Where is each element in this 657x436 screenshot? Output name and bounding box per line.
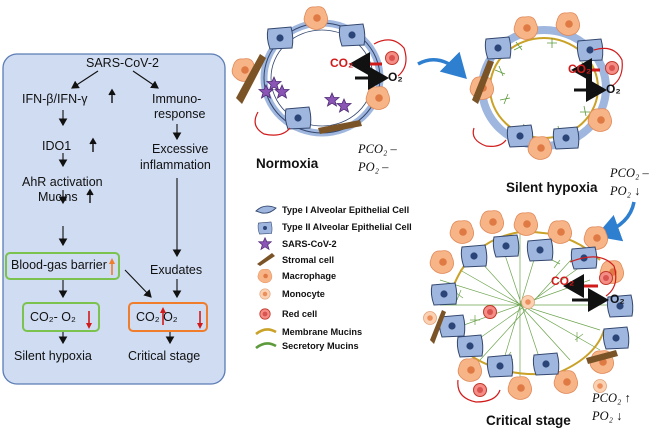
flow-inflammation: inflammation — [140, 158, 211, 172]
normoxia-label: Normoxia — [256, 156, 319, 171]
normoxia-co2: CO₂ — [330, 56, 354, 70]
macrophage-icon — [257, 268, 273, 284]
membrane-mucins-icon — [255, 328, 277, 336]
critical-o2: O₂ — [610, 292, 625, 306]
silent-alveolus — [469, 12, 623, 160]
flow-ahr: AhR activation — [22, 175, 103, 189]
legend-icons — [255, 205, 277, 350]
flow-barrier: Blood-gas barrier — [11, 258, 107, 272]
legend-stromal: Stromal cell — [282, 255, 335, 265]
silent-pco2: PCO₂ – — [610, 166, 649, 180]
critical-co2: CO₂ — [551, 274, 575, 288]
stromal-cell-icon — [257, 253, 275, 266]
normoxia-pco2: PCO₂ – — [358, 142, 397, 156]
flow-panel — [2, 53, 226, 385]
legend-secretory-mucins: Secretory Mucins — [282, 341, 359, 351]
normoxia-o2: O₂ — [388, 70, 403, 84]
legend-membrane-mucins: Membrane Mucins — [282, 327, 363, 337]
flow-response: response — [154, 107, 206, 121]
type-ii-cell-icon — [257, 221, 273, 235]
scene-arrow-2 — [595, 201, 636, 242]
flow-mucins: Mucins — [38, 190, 78, 204]
gas-red-arrows — [86, 307, 203, 329]
monocyte-icon — [259, 288, 271, 300]
barrier-up-arrow — [109, 258, 115, 275]
critical-alveolus — [420, 210, 634, 403]
legend-monocyte: Monocyte — [282, 289, 325, 299]
legend-type-ii: Type II Alveolar Epithelial Cell — [282, 222, 412, 232]
type-i-cell-icon — [255, 205, 277, 214]
secretory-mucins-icon — [255, 342, 277, 350]
virus-icon — [258, 237, 272, 250]
critical-po2: PO₂ ↓ — [592, 409, 623, 423]
scene-arrow-1 — [417, 51, 467, 79]
legend-macrophage: Macrophage — [282, 271, 337, 281]
flow-silent-gas: CO₂- O₂ — [30, 310, 76, 324]
blood-gas-barrier-box — [5, 252, 120, 280]
flow-critical-gas: CO₂ O₂ — [136, 310, 178, 324]
silent-gas-box — [22, 302, 100, 332]
flow-ido1: IDO1 — [42, 139, 72, 153]
legend-red-cell: Red cell — [282, 309, 318, 319]
silent-co2: CO₂ — [568, 62, 592, 76]
normoxia-po2: PO₂ – — [358, 160, 389, 174]
legend-virus: SARS-CoV-2 — [282, 239, 337, 249]
flow-silent-hypoxia: Silent hypoxia — [14, 349, 92, 363]
flow-exudates: Exudates — [150, 263, 203, 277]
critical-pco2: PCO₂ ↑ — [592, 391, 631, 405]
silent-po2: PO₂ ↓ — [610, 184, 641, 198]
silent-label: Silent hypoxia — [506, 180, 598, 195]
critical-label: Critical stage — [486, 413, 571, 428]
normoxia-alveolus — [231, 6, 407, 137]
red-cell-icon — [259, 308, 271, 320]
silent-o2: O₂ — [606, 82, 621, 96]
flow-arrows — [58, 70, 182, 345]
legend-type-i: Type I Alveolar Epithelial Cell — [282, 205, 410, 215]
flow-excessive: Excessive — [152, 142, 209, 156]
flow-immuno: Immuno- — [152, 92, 202, 106]
flow-ifn: IFN-β/IFN-γ — [22, 92, 88, 106]
critical-gas-box — [128, 302, 208, 332]
flow-critical-stage: Critical stage — [128, 349, 201, 363]
up-arrows — [86, 88, 116, 203]
flow-top-sars: SARS-CoV-2 — [86, 56, 159, 70]
